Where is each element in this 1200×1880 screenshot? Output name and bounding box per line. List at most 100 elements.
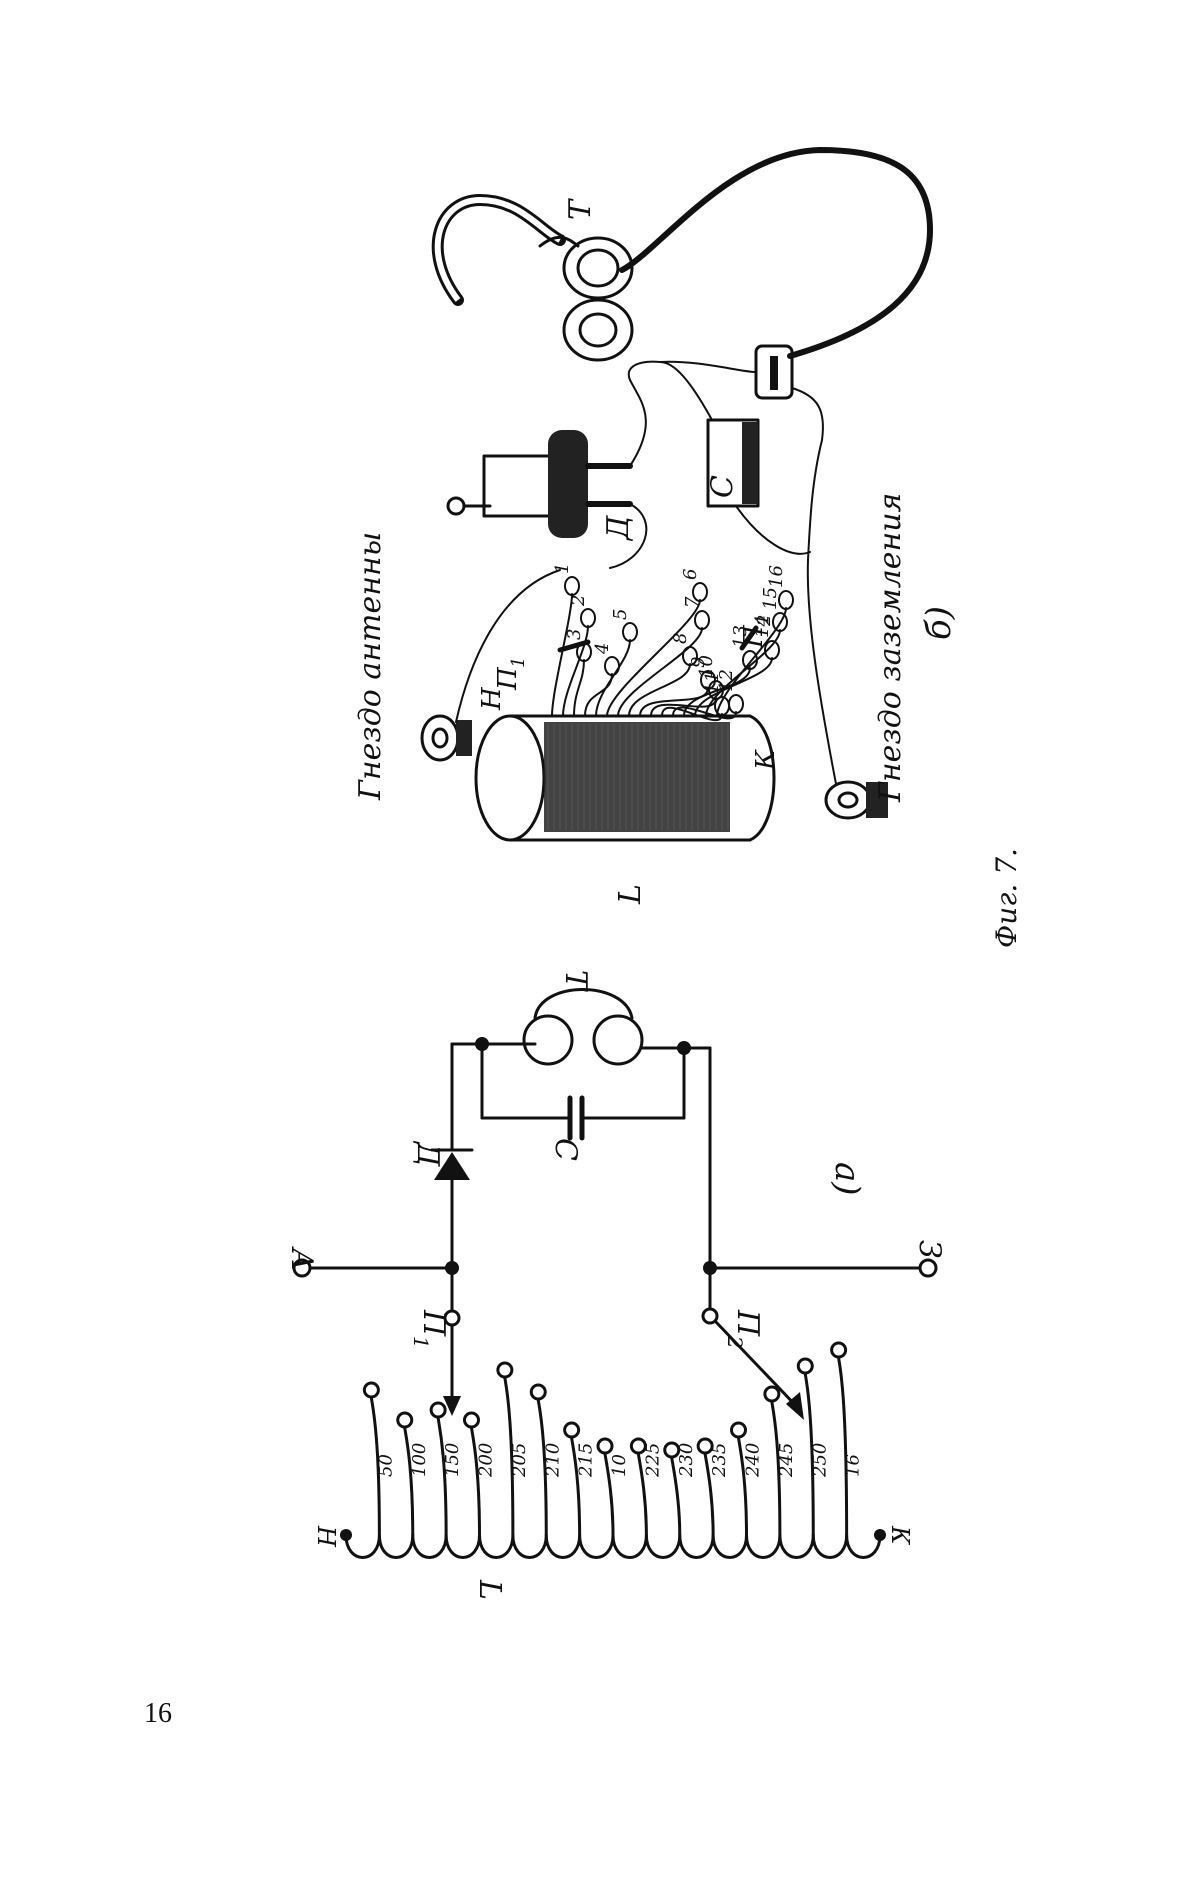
contact-number: 4: [592, 643, 613, 655]
tap-contact: [696, 1437, 714, 1455]
contact-number: 15: [760, 587, 781, 610]
page-number: 16: [144, 1698, 172, 1729]
coil-start-label: Н: [312, 1525, 340, 1548]
tap-label: 250: [809, 1443, 830, 1478]
contact-pin: [622, 622, 638, 642]
tap-lead: [403, 1426, 415, 1537]
contact-number: 9: [688, 657, 709, 668]
assembly-switch2-label: П 2: [739, 615, 775, 649]
tap-wire: [562, 625, 589, 717]
contact-pin: [728, 694, 744, 714]
assembly-coil-start-label: Н: [477, 686, 507, 711]
schematic-part-label: а): [827, 1162, 867, 1196]
tap-wire: [628, 663, 691, 717]
tap-lead: [603, 1452, 615, 1537]
tap-wire: [606, 599, 701, 717]
tap-wire: [672, 706, 737, 720]
diode-symbol: [434, 1152, 470, 1180]
tap-label: 225: [642, 1443, 663, 1478]
switch1-subscript: 1: [409, 1336, 433, 1349]
antenna-socket: [420, 714, 472, 762]
tap-label: 245: [776, 1443, 797, 1478]
phones-cord: [619, 147, 933, 359]
tap-contact: [396, 1411, 414, 1429]
tap-lead: [436, 1416, 448, 1537]
tap-lead: [536, 1398, 548, 1537]
tap-label: 150: [442, 1443, 463, 1477]
contact-pin: [682, 646, 698, 666]
switch2-arrow: [786, 1392, 804, 1420]
tap-label: 50: [375, 1454, 396, 1477]
contact-number: 8: [670, 633, 691, 644]
contact-strip: [564, 576, 794, 716]
tap-lead: [369, 1396, 381, 1537]
coil-label: L: [472, 1579, 507, 1600]
tap-lead: [703, 1452, 715, 1537]
detector-wire-2: [627, 360, 661, 467]
tap-lead: [470, 1426, 481, 1537]
contact-pin: [580, 608, 596, 628]
contact-pin: [772, 612, 788, 632]
switch1-arrow: [443, 1396, 461, 1416]
phones-label: Т: [558, 970, 593, 992]
contact-pin: [764, 640, 780, 660]
phones-plug: [754, 344, 794, 400]
tap-contact: [563, 1421, 581, 1439]
assembly-coil-label: L: [613, 884, 648, 905]
coil-end-cap-bottom: [748, 714, 776, 842]
ground-terminal-label: З: [912, 1240, 947, 1259]
contact-number: 7: [682, 596, 703, 608]
antenna-terminal-label: А: [284, 1246, 319, 1271]
tap-wire: [650, 697, 717, 717]
tap-wire: [639, 687, 709, 717]
crystal-detector: [446, 430, 633, 538]
tap-label: 205: [509, 1443, 530, 1478]
tap-wire: [617, 627, 703, 717]
assembly-capacitor-label: С: [705, 475, 740, 498]
assembly-diode-label: Д: [601, 515, 636, 542]
contact-number: 3: [564, 629, 585, 640]
switch2-label: П 2: [723, 1309, 765, 1349]
contact-pin: [708, 680, 724, 700]
capacitor-wire-2: [735, 505, 811, 555]
assembly-switch1-subscript: 1: [508, 657, 529, 668]
switch2-blade: [739, 625, 759, 651]
antenna-socket-wire: [455, 569, 561, 723]
tap-contact: [463, 1411, 480, 1429]
assembly-switch2-subscript: 2: [754, 615, 775, 627]
detector-wire-1: [609, 503, 648, 569]
tap-lead: [770, 1400, 782, 1537]
tap-wire: [694, 657, 773, 717]
tap-label: 16: [843, 1454, 864, 1477]
assembly-drawing: Гнездо антенны Гнездо заземления б) L Н …: [353, 147, 959, 905]
ground-socket-label: Гнездо заземления: [873, 493, 908, 803]
switch1-label: П 1: [409, 1309, 451, 1349]
coil-tap-wires: [551, 593, 787, 721]
tap-label: 10: [609, 1454, 630, 1477]
switch1-letter: П: [416, 1309, 451, 1337]
contact-number: 13: [730, 625, 751, 648]
contact-pin: [742, 650, 758, 670]
tap-contact: [830, 1341, 848, 1359]
antenna-socket-label: Гнездо антенны: [353, 532, 388, 801]
assembly-switch1-label: П 1: [493, 657, 529, 691]
coil-cylinder: [474, 714, 776, 842]
tap-contact: [362, 1381, 380, 1399]
contact-number: 6: [680, 569, 701, 580]
assembly-part-label: б): [919, 606, 959, 640]
tap-label: 210: [542, 1443, 563, 1478]
switch2-pivot: [701, 1307, 719, 1325]
tap-label: 235: [709, 1443, 730, 1478]
tap-wire: [551, 593, 573, 717]
phone-right: [592, 1014, 644, 1066]
ground-socket-wire: [806, 439, 837, 785]
contact-number: 11: [702, 671, 723, 694]
tap-wire: [661, 706, 723, 721]
tap-label: 200: [476, 1443, 497, 1478]
capacitor-wire-1: [659, 361, 713, 421]
assembly-switch1-letter: П: [493, 666, 523, 691]
